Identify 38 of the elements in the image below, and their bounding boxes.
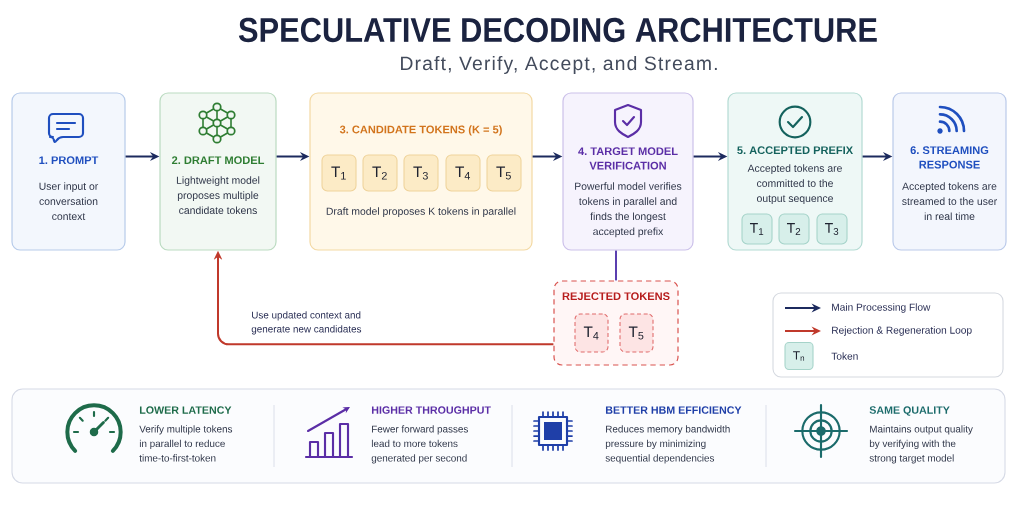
token-box: T$_{2}$ — [778, 213, 810, 245]
feature-title: LOWER LATENCY — [140, 406, 232, 414]
token-box: T$_{1}$ — [321, 154, 357, 192]
step-description: Powerful model verifies tokens in parallel and finds the longest accepted prefix — [575, 182, 682, 238]
token-box: T$_{3}$ — [403, 154, 439, 192]
legend-text: Token — [831, 352, 858, 360]
feature-description: Reduces memory bandwidth pressure by minimizing sequential dependencies — [605, 425, 730, 464]
feature-description: Maintains output quality by verifying with the strong target model — [869, 425, 973, 464]
step-title: 3. CANDIDATE TOKENS (K = 5) — [339, 125, 502, 136]
step-description: User input or conversation context — [39, 182, 99, 221]
edge-label: Use updated context and generate new candidates — [251, 311, 362, 335]
step-description: Accepted tokens are streamed to the user in real time — [902, 182, 997, 221]
title: SPECULATIVE DECODING ARCHITECTURE — [238, 17, 877, 43]
step-title: 4. TARGET MODEL VERIFICATION — [578, 147, 678, 170]
legend-text: Rejection & Regeneration Loop — [832, 326, 972, 336]
step-title: REJECTED TOKENS — [562, 292, 670, 301]
step-description: Accepted tokens are committed to the output sequence — [747, 164, 842, 205]
token-box: T$_{2}$ — [362, 154, 398, 192]
token-box: T$_{4}$ — [574, 313, 609, 353]
subtitle: Draft, Verify, Accept, and Stream. — [401, 56, 717, 74]
step-title: 1. PROMPT — [39, 156, 99, 165]
token-box: T$_{1}$ — [741, 213, 773, 245]
token-box: T$_{4}$ — [445, 154, 481, 192]
token-box: T$_{3}$ — [816, 213, 848, 245]
token-box: T$_{5}$ — [486, 154, 522, 192]
feature-description: Verify multiple tokens in parallel to reduce time-to-first-token — [139, 425, 233, 462]
step-title: 6. STREAMING RESPONSE — [910, 146, 989, 169]
step-description: Draft model proposes K tokens in parallel — [326, 207, 516, 217]
token-sample: T$_{n}$ — [784, 341, 814, 371]
step-description: Lightweight model proposes multiple candidate tokens — [176, 176, 260, 215]
token-box: T$_{5}$ — [619, 313, 654, 353]
feature-title: SAME QUALITY — [869, 406, 950, 416]
feature-description: Fewer forward passes lead to more tokens generated per second — [371, 425, 468, 464]
step-title: 2. DRAFT MODEL — [171, 156, 265, 165]
feature-title: BETTER HBM EFFICIENCY — [606, 406, 742, 414]
legend-text: Main Processing Flow — [832, 303, 931, 313]
feature-title: HIGHER THROUGHPUT — [372, 406, 491, 414]
step-title: 5. ACCEPTED PREFIX — [737, 146, 853, 155]
